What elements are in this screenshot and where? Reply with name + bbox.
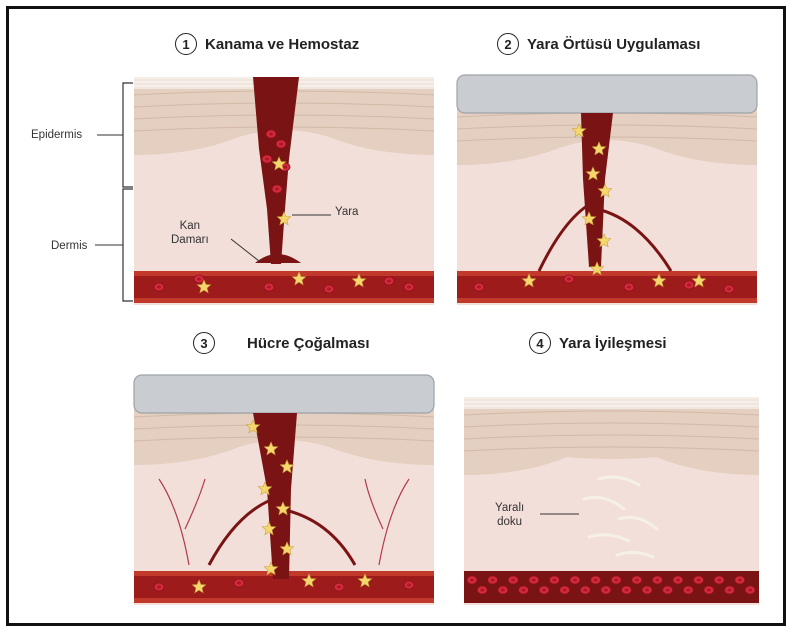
figure-frame: 1 Kanama ve Hemostaz 2 Yara Örtüsü Uygul… <box>6 6 786 626</box>
red-blood-cell-center <box>480 589 484 592</box>
red-blood-cell-center <box>717 579 721 582</box>
red-blood-cell-center <box>511 579 515 582</box>
panel-2-title: 2 Yara Örtüsü Uygulaması <box>497 33 700 55</box>
blood-vessel-lumen <box>457 276 757 298</box>
blood-vessel-lumen <box>134 576 434 598</box>
red-blood-cell-center <box>552 579 556 582</box>
red-blood-cell-center <box>635 579 639 582</box>
red-blood-cell-center <box>687 284 691 287</box>
panel-3-number: 3 <box>193 332 215 354</box>
red-blood-cell-center <box>727 288 731 291</box>
red-blood-cell-center <box>697 579 701 582</box>
dermis-label: Dermis <box>51 239 87 253</box>
panel-2-title-text: Yara Örtüsü Uygulaması <box>527 36 700 53</box>
panel-1-skin <box>134 77 434 305</box>
red-blood-cell-center <box>676 579 680 582</box>
panel-3-title: 3 Hücre Çoğalması <box>193 332 370 354</box>
red-blood-cell-center <box>477 286 481 289</box>
red-blood-cell-center <box>594 579 598 582</box>
epidermis-label: Epidermis <box>31 128 82 142</box>
red-blood-cell-center <box>583 589 587 592</box>
red-blood-cell-center <box>337 586 341 589</box>
red-blood-cell-center <box>267 286 271 289</box>
panel-1-number: 1 <box>175 33 197 55</box>
red-blood-cell-center <box>645 589 649 592</box>
red-blood-cell-center <box>157 286 161 289</box>
red-blood-cell-center <box>470 579 474 582</box>
red-blood-cell-center <box>542 589 546 592</box>
red-blood-cell-center <box>655 579 659 582</box>
red-blood-cell-center <box>532 579 536 582</box>
panel-3-title-text: Hücre Çoğalması <box>247 335 370 352</box>
red-blood-cell-center <box>279 143 283 146</box>
red-blood-cell-center <box>573 579 577 582</box>
red-blood-cell-center <box>604 589 608 592</box>
kan-damari-label: Kan Damarı <box>171 219 209 247</box>
red-blood-cell-center <box>614 579 618 582</box>
stratum-corneum <box>464 397 759 409</box>
panel-1-title-text: Kanama ve Hemostaz <box>205 36 359 53</box>
red-blood-cell-center <box>686 589 690 592</box>
epidermis-bracket <box>123 83 133 187</box>
panel-2-number: 2 <box>497 33 519 55</box>
red-blood-cell-center <box>625 589 629 592</box>
panel-3-skin <box>134 375 434 605</box>
red-blood-cell-center <box>627 286 631 289</box>
red-blood-cell-center <box>666 589 670 592</box>
red-blood-cell-center <box>157 586 161 589</box>
yarali-doku-label: Yaralı doku <box>495 501 524 529</box>
panel-4-title-text: Yara İyileşmesi <box>559 335 667 352</box>
red-blood-cell-center <box>567 278 571 281</box>
red-blood-cell-center <box>748 589 752 592</box>
dermis-bracket <box>123 189 133 301</box>
red-blood-cell-center <box>327 288 331 291</box>
red-blood-cell-center <box>491 579 495 582</box>
wound-dressing <box>134 375 434 413</box>
yarali-doku-line-1: Yaralı <box>495 501 524 515</box>
red-blood-cell-center <box>707 589 711 592</box>
red-blood-cell-center <box>197 278 201 281</box>
red-blood-cell-center <box>237 582 241 585</box>
red-blood-cell-center <box>387 280 391 283</box>
red-blood-cell-center <box>407 584 411 587</box>
kan-damari-line-1: Kan <box>171 219 209 233</box>
red-blood-cell-center <box>269 133 273 136</box>
healed-vessel <box>464 571 759 603</box>
red-blood-cell-center <box>563 589 567 592</box>
yara-label: Yara <box>335 205 358 219</box>
red-blood-cell-center <box>265 158 269 161</box>
red-blood-cell-center <box>522 589 526 592</box>
red-blood-cell-center <box>283 166 287 169</box>
red-blood-cell-center <box>728 589 732 592</box>
red-blood-cell-center <box>407 286 411 289</box>
panel-1-title: 1 Kanama ve Hemostaz <box>175 33 359 55</box>
red-blood-cell-center <box>501 589 505 592</box>
panel-4-title: 4 Yara İyileşmesi <box>529 332 667 354</box>
panel-4-number: 4 <box>529 332 551 354</box>
yarali-doku-line-2: doku <box>495 515 524 529</box>
wound-dressing <box>457 75 757 113</box>
kan-damari-line-2: Damarı <box>171 233 209 247</box>
panel-2-skin <box>457 75 757 305</box>
red-blood-cell-center <box>275 188 279 191</box>
red-blood-cell-center <box>738 579 742 582</box>
wound-healing-illustration <box>9 9 789 629</box>
